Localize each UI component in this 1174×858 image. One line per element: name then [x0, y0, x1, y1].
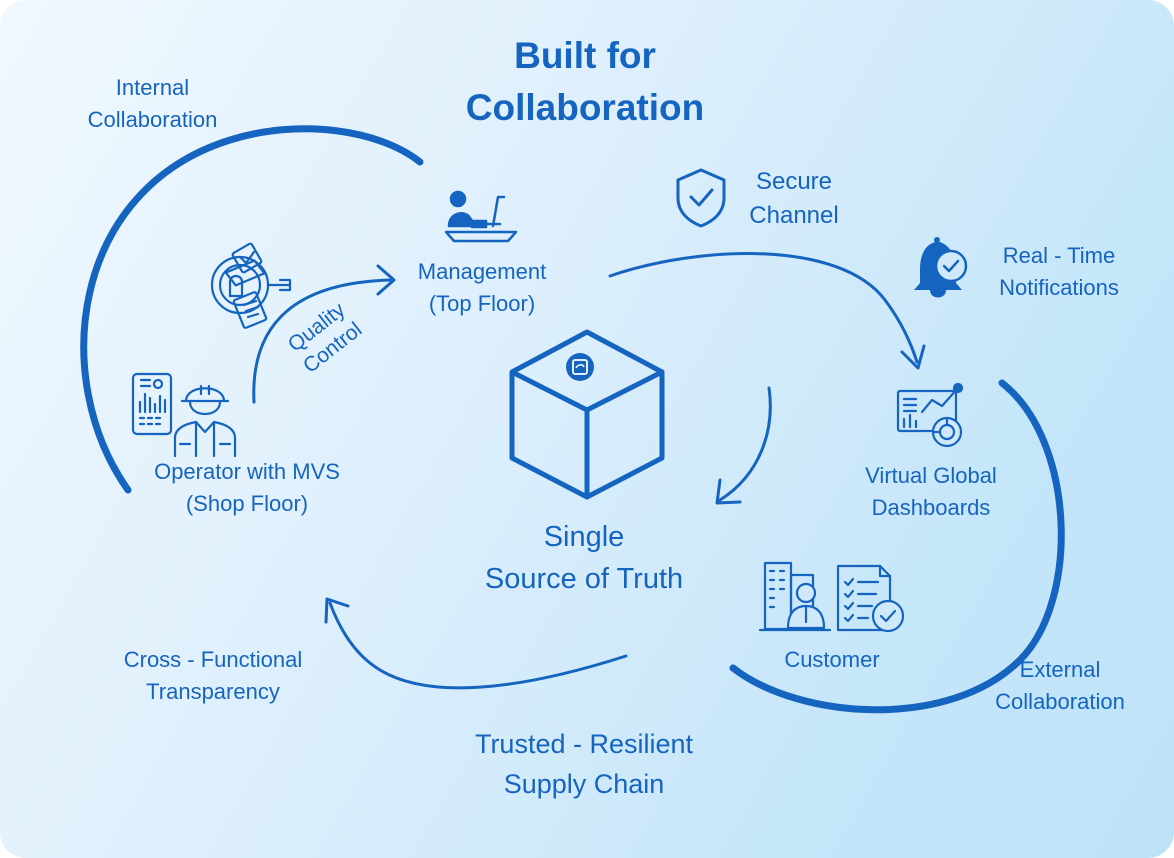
single-source-label: Single Source of Truth [454, 516, 714, 600]
secure-channel-arrow [608, 251, 919, 364]
single-source-line-2: Source of Truth [484, 563, 684, 595]
management-label: Management (Top Floor) [392, 256, 572, 320]
operator-line-1: Operator with MVS [154, 459, 340, 484]
dashboards-label: Virtual Global Dashboards [840, 460, 1022, 524]
worker-helmet-icon [173, 384, 237, 458]
internal-collaboration-line-2: Collaboration [87, 107, 218, 132]
operator-line-2: (Shop Floor) [185, 491, 309, 516]
checklist-document-icon [836, 564, 905, 633]
secure-channel-line-2: Channel [749, 202, 839, 229]
external-collaboration-label: External Collaboration [975, 654, 1145, 718]
management-desk-icon [444, 190, 518, 243]
dashboards-line-1: Virtual Global [865, 463, 997, 488]
customer-person-icon [786, 582, 826, 630]
supply-chain-line-1: Trusted - Resilient [474, 729, 694, 759]
notifications-line-2: Notifications [999, 275, 1119, 300]
transparency-arrow [328, 601, 628, 690]
single-source-cube-icon [509, 329, 665, 500]
secure-channel-line-1: Secure [755, 168, 833, 195]
notifications-line-1: Real - Time [1002, 243, 1116, 268]
notifications-label: Real - Time Notifications [980, 240, 1138, 304]
supply-chain-line-2: Supply Chain [503, 769, 665, 799]
single-source-line-1: Single [543, 521, 625, 553]
bell-clock-icon [914, 237, 968, 298]
title-line-1: Built for [514, 35, 656, 76]
operator-label: Operator with MVS (Shop Floor) [128, 456, 366, 520]
cross-functional-line-1: Cross - Functional [123, 647, 303, 672]
hand-cube-logo-icon [566, 353, 594, 381]
cross-functional-label: Cross - Functional Transparency [100, 644, 326, 708]
management-line-1: Management [417, 259, 547, 284]
quality-control-arrow [252, 278, 394, 404]
internal-collaboration-line-1: Internal [115, 75, 190, 100]
customer-label: Customer [784, 647, 880, 672]
dashboard-to-center-arrow [718, 386, 772, 502]
dashboards-line-2: Dashboards [871, 495, 991, 520]
tablet-chart-icon [131, 372, 173, 436]
external-collaboration-line-1: External [1019, 657, 1101, 682]
supply-chain-label: Trusted - Resilient Supply Chain [434, 724, 734, 804]
external-collaboration-line-2: Collaboration [995, 689, 1125, 714]
dashboard-chart-icon [896, 382, 964, 448]
secure-channel-label: Secure Channel [734, 165, 854, 233]
internal-collaboration-arc [80, 125, 424, 494]
management-line-2: (Top Floor) [428, 291, 536, 316]
external-collaboration-arc [729, 379, 1065, 714]
cross-functional-line-2: Transparency [146, 679, 280, 704]
diagram-title: Built for Collaboration [445, 30, 725, 134]
title-line-2: Collaboration [465, 87, 705, 128]
internal-collaboration-label: Internal Collaboration [70, 72, 235, 136]
quality-inspection-icon [210, 242, 292, 329]
shield-check-icon [676, 168, 726, 228]
